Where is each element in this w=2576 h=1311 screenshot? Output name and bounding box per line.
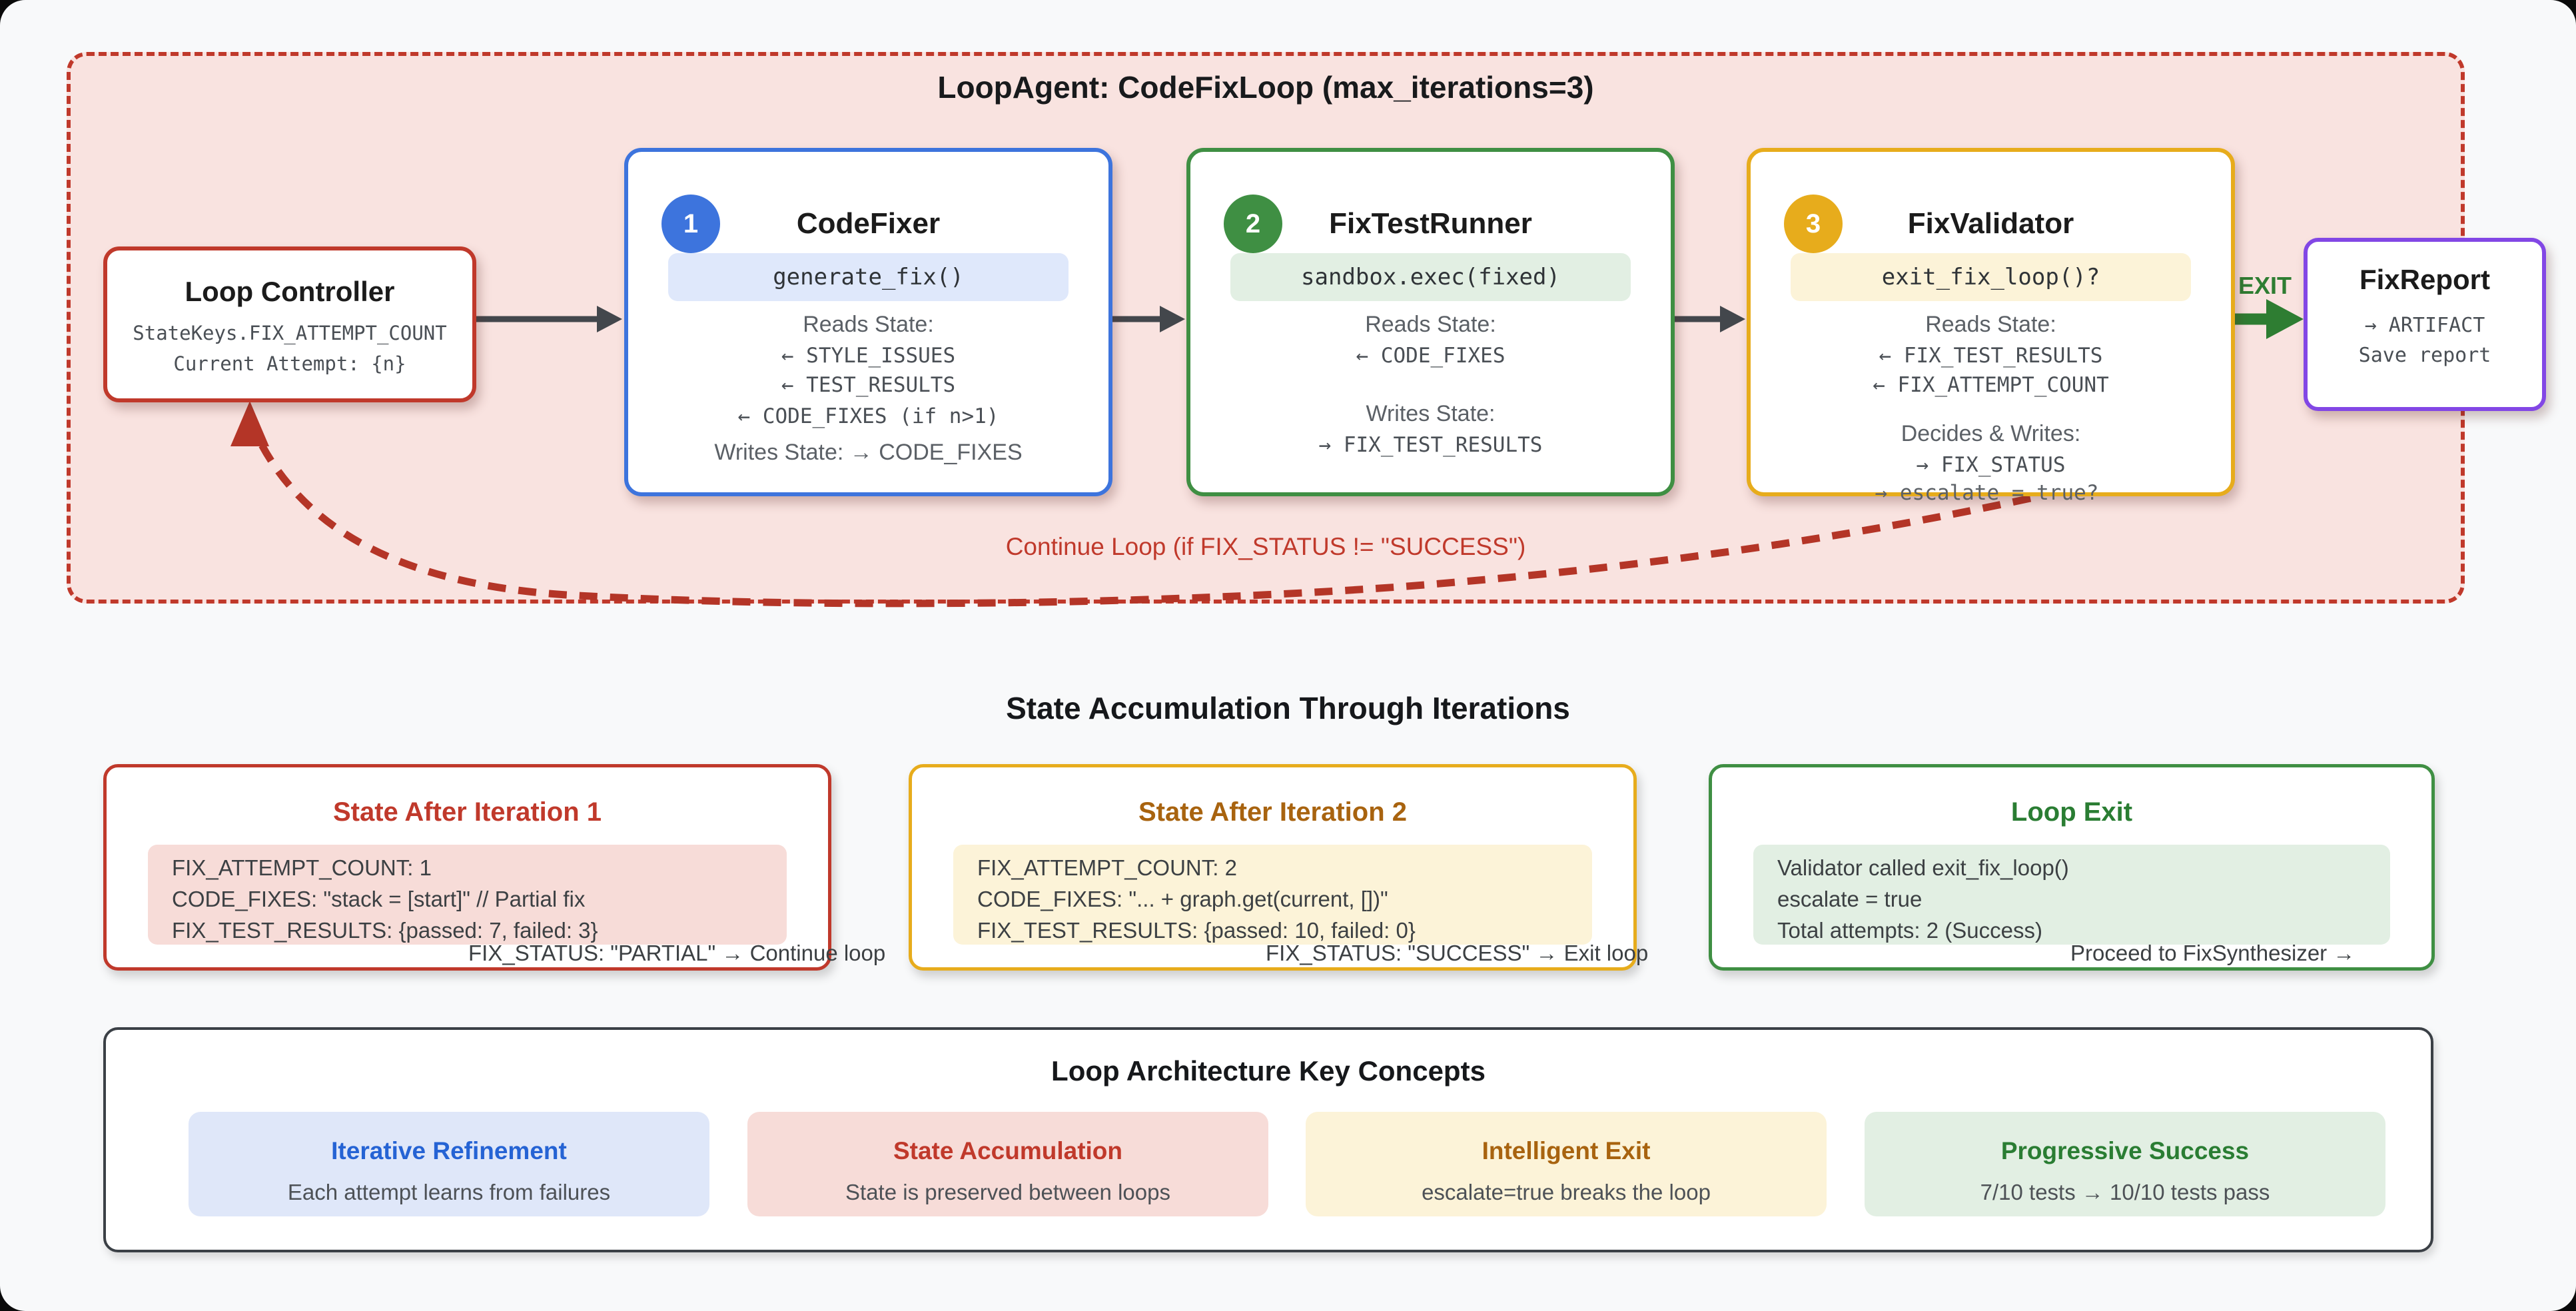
step-1-badge: 1: [661, 195, 720, 253]
code-line: CODE_FIXES: "stack = [start]" // Partial…: [172, 887, 586, 911]
key-concepts-panel: Loop Architecture Key Concepts Iterative…: [103, 1027, 2433, 1252]
codefixer-title: CodeFixer: [796, 207, 941, 240]
code-line: Total attempts: 2 (Success): [1777, 918, 2042, 943]
concept-chip-desc: 7/10 tests → 10/10 tests pass: [1980, 1180, 2270, 1204]
fixvalidator-read-line: ← FIX_ATTEMPT_COUNT: [1873, 373, 2109, 397]
step-3-badge: 3: [1784, 195, 1843, 253]
exit-label: EXIT: [2238, 272, 2292, 299]
key-concepts-heading: Loop Architecture Key Concepts: [1051, 1055, 1486, 1087]
state-card-1-code: FIX_ATTEMPT_COUNT: 1 CODE_FIXES: "stack …: [148, 845, 787, 945]
step-2-badge: 2: [1224, 195, 1282, 253]
fixreport-save-line: Save report: [2358, 344, 2491, 367]
loop-controller-statekey: StateKeys.FIX_ATTEMPT_COUNT: [133, 322, 447, 344]
fixvalidator-escalate-line: → escalate = true?: [1875, 481, 2099, 505]
state-card-1-title: State After Iteration 1: [332, 797, 602, 827]
loop-controller-title: Loop Controller: [185, 276, 395, 307]
fixvalidator-read-line: ← FIX_TEST_RESULTS: [1879, 344, 2103, 368]
loop-exit-card-code: Validator called exit_fix_loop() escalat…: [1753, 845, 2390, 945]
code-line: escalate = true: [1777, 887, 1923, 911]
code-line: FIX_TEST_RESULTS: {passed: 7, failed: 3}: [172, 918, 598, 943]
concept-chip-progressive-success: Progressive Success 7/10 tests → 10/10 t…: [1865, 1112, 2385, 1216]
state-card-2-overflow-line: FIX_STATUS: "SUCCESS" → Exit loop: [1266, 941, 1649, 965]
continue-loop-label: Continue Loop (if FIX_STATUS != "SUCCESS…: [1005, 533, 1526, 560]
fixvalidator-title: FixValidator: [1907, 207, 2074, 240]
code-line: FIX_TEST_RESULTS: {passed: 10, failed: 0…: [977, 918, 1416, 943]
agent-node-fixtestrunner: 2 FixTestRunner sandbox.exec(fixed) Read…: [1186, 148, 1675, 496]
code-line: FIX_ATTEMPT_COUNT: 1: [172, 855, 432, 880]
codefixer-writes-label: Writes State: → CODE_FIXES: [714, 440, 1023, 465]
fixtestrunner-read-line: ← CODE_FIXES: [1356, 344, 1505, 368]
fixvalidator-writes-label: Decides & Writes:: [1901, 421, 2081, 446]
states-section-heading: State Accumulation Through Iterations: [1006, 691, 1570, 725]
fixtestrunner-write-line: → FIX_TEST_RESULTS: [1318, 433, 1543, 457]
concept-chip-title: Intelligent Exit: [1482, 1137, 1651, 1164]
code-line: Validator called exit_fix_loop(): [1777, 855, 2069, 880]
concept-chip-desc: Each attempt learns from failures: [287, 1180, 611, 1204]
fixreport-artifact-line: → ARTIFACT: [2364, 314, 2485, 337]
concept-chip-title: Progressive Success: [2000, 1137, 2250, 1164]
loop-exit-card-title: Loop Exit: [2010, 797, 2133, 827]
state-card-2-code: FIX_ATTEMPT_COUNT: 2 CODE_FIXES: "... + …: [953, 845, 1592, 945]
codefixer-read-line: ← CODE_FIXES (if n>1): [737, 404, 999, 428]
fixvalidator-write-line: → FIX_STATUS: [1916, 453, 2066, 477]
fixtestrunner-title: FixTestRunner: [1329, 207, 1532, 240]
concept-chip-intelligent-exit: Intelligent Exit escalate=true breaks th…: [1306, 1112, 1827, 1216]
state-card-iteration-1: State After Iteration 1 FIX_ATTEMPT_COUN…: [103, 764, 885, 971]
concept-chip-title: State Accumulation: [893, 1137, 1123, 1164]
fixtestrunner-writes-label: Writes State:: [1366, 401, 1496, 426]
concept-chip-title: Iterative Refinement: [331, 1137, 567, 1164]
fixreport-node: FixReport → ARTIFACT Save report: [2304, 238, 2546, 411]
concept-chip-desc: escalate=true breaks the loop: [1422, 1180, 1711, 1204]
state-card-iteration-2: State After Iteration 2 FIX_ATTEMPT_COUN…: [909, 764, 1648, 971]
code-line: FIX_ATTEMPT_COUNT: 2: [977, 855, 1237, 880]
state-card-loop-exit: Loop Exit Validator called exit_fix_loop…: [1709, 764, 2435, 971]
concept-chip-state-accumulation: State Accumulation State is preserved be…: [747, 1112, 1268, 1216]
state-card-2-title: State After Iteration 2: [1138, 797, 1408, 827]
loop-controller-attempt: Current Attempt: {n}: [173, 352, 406, 375]
fixvalidator-reads-label: Reads State:: [1925, 312, 2056, 337]
agent-node-codefixer: 1 CodeFixer generate_fix() Reads State: …: [624, 148, 1112, 496]
fixtestrunner-reads-label: Reads State:: [1365, 312, 1496, 337]
codefixer-read-line: ← TEST_RESULTS: [781, 373, 956, 397]
fixtestrunner-method-pill: sandbox.exec(fixed): [1230, 253, 1631, 301]
codefixer-read-line: ← STYLE_ISSUES: [781, 344, 956, 368]
concept-chip-desc: State is preserved between loops: [845, 1180, 1170, 1204]
agent-node-fixvalidator: 3 FixValidator exit_fix_loop()? Reads St…: [1747, 148, 2235, 496]
state-card-1-overflow-line: FIX_STATUS: "PARTIAL" → Continue loop: [468, 941, 886, 965]
fixreport-title: FixReport: [2359, 264, 2490, 295]
code-line: CODE_FIXES: "... + graph.get(current, []…: [977, 887, 1388, 911]
fixvalidator-method-pill: exit_fix_loop()?: [1791, 253, 2191, 301]
loop-controller-node: Loop Controller StateKeys.FIX_ATTEMPT_CO…: [103, 246, 476, 402]
codefixer-method-pill: generate_fix(): [668, 253, 1069, 301]
concept-chip-iterative-refinement: Iterative Refinement Each attempt learns…: [189, 1112, 709, 1216]
loop-agent-title: LoopAgent: CodeFixLoop (max_iterations=3…: [937, 70, 1594, 105]
loop-exit-proceed-line: Proceed to FixSynthesizer →: [2070, 941, 2356, 965]
codefixer-reads-label: Reads State:: [803, 312, 934, 337]
